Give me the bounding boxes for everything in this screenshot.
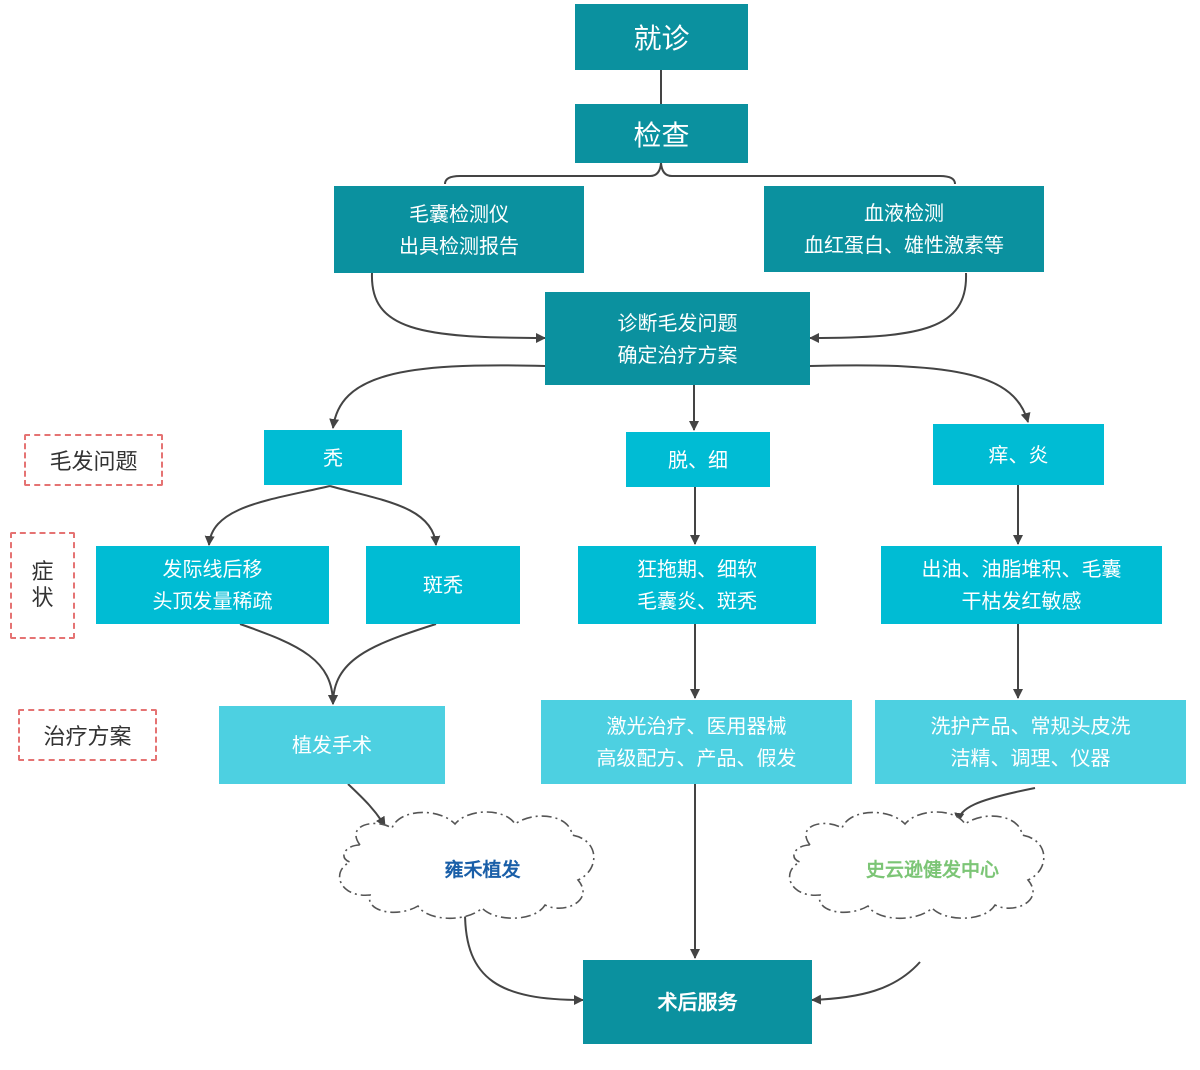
symptom-patchy-label: 斑秃 — [423, 573, 463, 597]
bald-node: 秃 — [264, 430, 402, 485]
side-label-plan: 治疗方案 — [18, 709, 157, 761]
connector-cloud2-aftercare — [811, 961, 921, 1005]
side-label-plan-text: 治疗方案 — [43, 725, 132, 750]
exam-label: 检查 — [633, 118, 690, 152]
follicle-test-node: 毛囊检测仪 出具检测报告 — [334, 186, 584, 273]
bald-label: 秃 — [323, 445, 343, 470]
cloud-right-label: 史云逊健发中心 — [865, 859, 999, 881]
connector-follicle-diagnose — [370, 272, 546, 343]
diagnose-line1: 诊断毛发问题 — [617, 310, 738, 335]
symptom-oil-line2: 干枯发红敏感 — [961, 589, 1082, 613]
cloud-left-shape — [338, 811, 595, 919]
follicle-test-line2: 出具检测报告 — [399, 233, 519, 258]
blood-test-line1: 血液检测 — [864, 201, 944, 225]
side-label-problem-text: 毛发问题 — [49, 450, 138, 475]
connector-hairline-transplant — [239, 623, 338, 705]
aftercare-node: 术后服务 — [583, 960, 812, 1044]
plan-laser-line2: 高级配方、产品、假发 — [596, 746, 797, 770]
diagnose-node: 诊断毛发问题 确定治疗方案 — [545, 292, 810, 385]
itch-label: 痒、炎 — [988, 442, 1049, 467]
symptom-hairline-line2: 头顶发量稀疏 — [152, 589, 273, 613]
visit-label: 就诊 — [633, 22, 690, 55]
connector-bald-patchy — [329, 485, 441, 546]
plan-transplant-label: 植发手术 — [292, 733, 372, 757]
symptom-loss-node: 狂拖期、细软 毛囊炎、斑秃 — [578, 546, 816, 624]
cloud-right-shape — [788, 811, 1045, 919]
symptom-patchy-node: 斑秃 — [366, 546, 520, 624]
plan-care-line2: 洁精、调理、仪器 — [950, 746, 1111, 770]
blood-test-node: 血液检测 血红蛋白、雄性激素等 — [764, 186, 1044, 272]
cloud-left-label: 雍禾植发 — [444, 859, 521, 881]
connector-diagnose-bald — [329, 364, 546, 429]
symptom-oil-line1: 出油、油脂堆积、毛囊 — [921, 557, 1122, 581]
hair-loss-label: 脱、细 — [668, 447, 728, 472]
connector-patchy-transplant — [328, 623, 437, 705]
connector-diagnose-itch — [809, 364, 1031, 423]
plan-care-node: 洗护产品、常规头皮洗 洁精、调理、仪器 — [875, 700, 1186, 784]
connector-blood-diagnose — [809, 272, 968, 343]
side-label-problem: 毛发问题 — [24, 434, 163, 486]
symptom-hairline-node: 发际线后移 头顶发量稀疏 — [96, 546, 329, 624]
diagnose-line2: 确定治疗方案 — [617, 342, 738, 367]
brace-exam — [444, 162, 956, 185]
connector-transplant-cloud — [347, 783, 386, 827]
plan-transplant-node: 植发手术 — [219, 706, 445, 784]
visit-node: 就诊 — [575, 4, 748, 70]
exam-node: 检查 — [575, 104, 748, 163]
hair-loss-node: 脱、细 — [626, 432, 770, 487]
plan-laser-node: 激光治疗、医用器械 高级配方、产品、假发 — [541, 700, 852, 784]
side-label-symptom-char2: 状 — [31, 585, 54, 611]
connector-cloud-aftercare — [464, 911, 584, 1005]
plan-care-line1: 洗护产品、常规头皮洗 — [930, 714, 1131, 738]
symptom-loss-line2: 毛囊炎、斑秃 — [637, 589, 757, 613]
symptom-hairline-line1: 发际线后移 — [162, 557, 263, 581]
symptom-loss-line1: 狂拖期、细软 — [637, 557, 757, 581]
symptom-oil-node: 出油、油脂堆积、毛囊 干枯发红敏感 — [881, 546, 1162, 624]
connector-bald-hairline — [204, 485, 331, 546]
side-label-symptom: 症 状 — [10, 532, 75, 639]
itch-node: 痒、炎 — [933, 424, 1104, 485]
aftercare-label: 术后服务 — [657, 990, 738, 1014]
side-label-symptom-char1: 症 — [31, 559, 54, 585]
follicle-test-line1: 毛囊检测仪 — [409, 201, 509, 226]
plan-laser-line1: 激光治疗、医用器械 — [606, 714, 787, 738]
blood-test-line2: 血红蛋白、雄性激素等 — [804, 233, 1004, 257]
